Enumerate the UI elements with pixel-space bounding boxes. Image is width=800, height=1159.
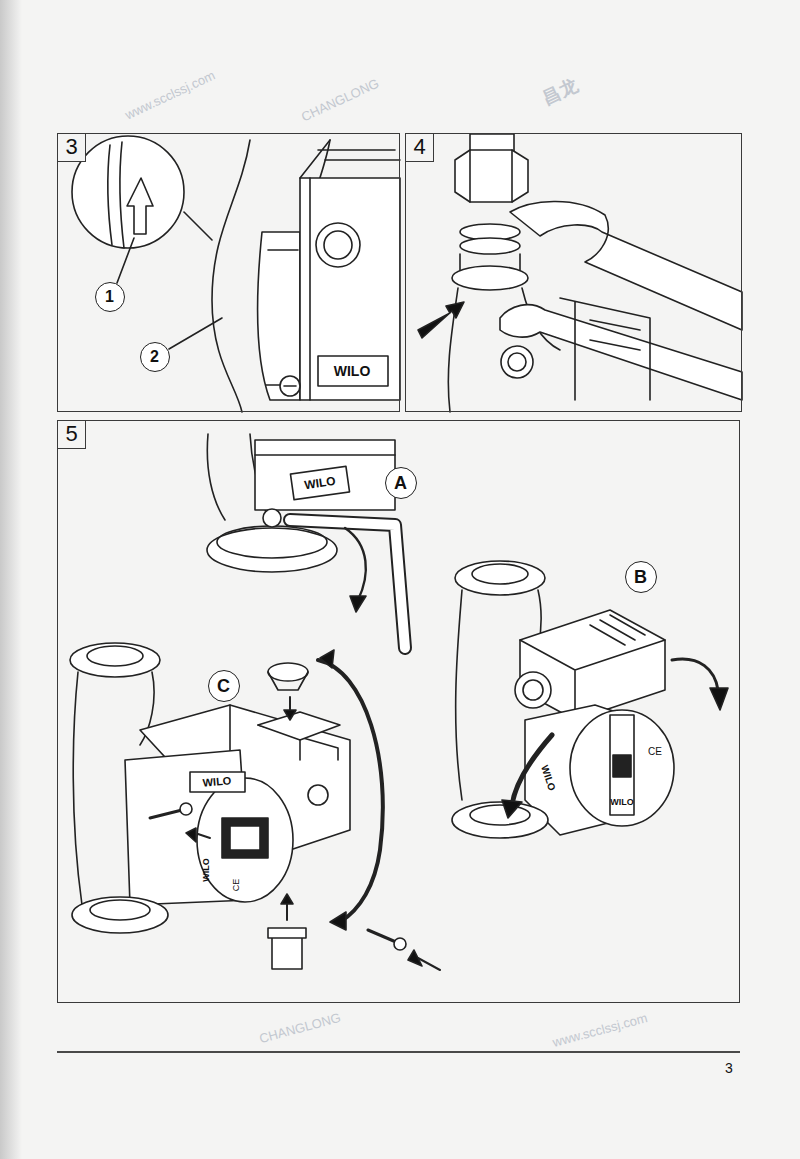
callout-letter: 1 [105, 289, 114, 305]
watermark: www.scclssj.com [123, 69, 217, 122]
brand-label: WILO [304, 475, 337, 491]
watermark: www.scclssj.com [551, 1011, 649, 1049]
callout-circle: 2 [140, 342, 170, 372]
brand-label: WILO [202, 858, 211, 882]
watermark: 昌龙 [540, 76, 580, 108]
callout-letter: C [217, 677, 230, 695]
footer-rule [57, 1051, 740, 1053]
watermark: CHANGLONG [299, 76, 380, 123]
page-binding [0, 0, 22, 1159]
watermark: CHANGLONG [258, 1011, 342, 1045]
step-panel: 4 [405, 133, 742, 412]
step-panel: 5A B C [57, 420, 740, 1003]
brand-label: WILO [539, 764, 557, 792]
ce-mark: CE [232, 879, 241, 892]
callout-letter: B [634, 568, 647, 586]
step-number: 4 [406, 134, 434, 162]
callout-circle: 1 [95, 282, 125, 312]
callout-circle: C [208, 670, 240, 702]
callout-circle: A [385, 467, 417, 499]
ce-mark: CE [648, 747, 662, 757]
callout-letter: A [394, 474, 407, 492]
brand-label: WILO [334, 364, 371, 378]
page-number: 3 [725, 1061, 733, 1075]
callout-letter: 2 [150, 349, 159, 365]
brand-label: WILO [202, 775, 232, 788]
callout-circle: B [625, 561, 657, 593]
brand-label: WILO [610, 798, 634, 807]
step-number: 3 [58, 134, 86, 162]
step-number: 5 [58, 421, 86, 449]
